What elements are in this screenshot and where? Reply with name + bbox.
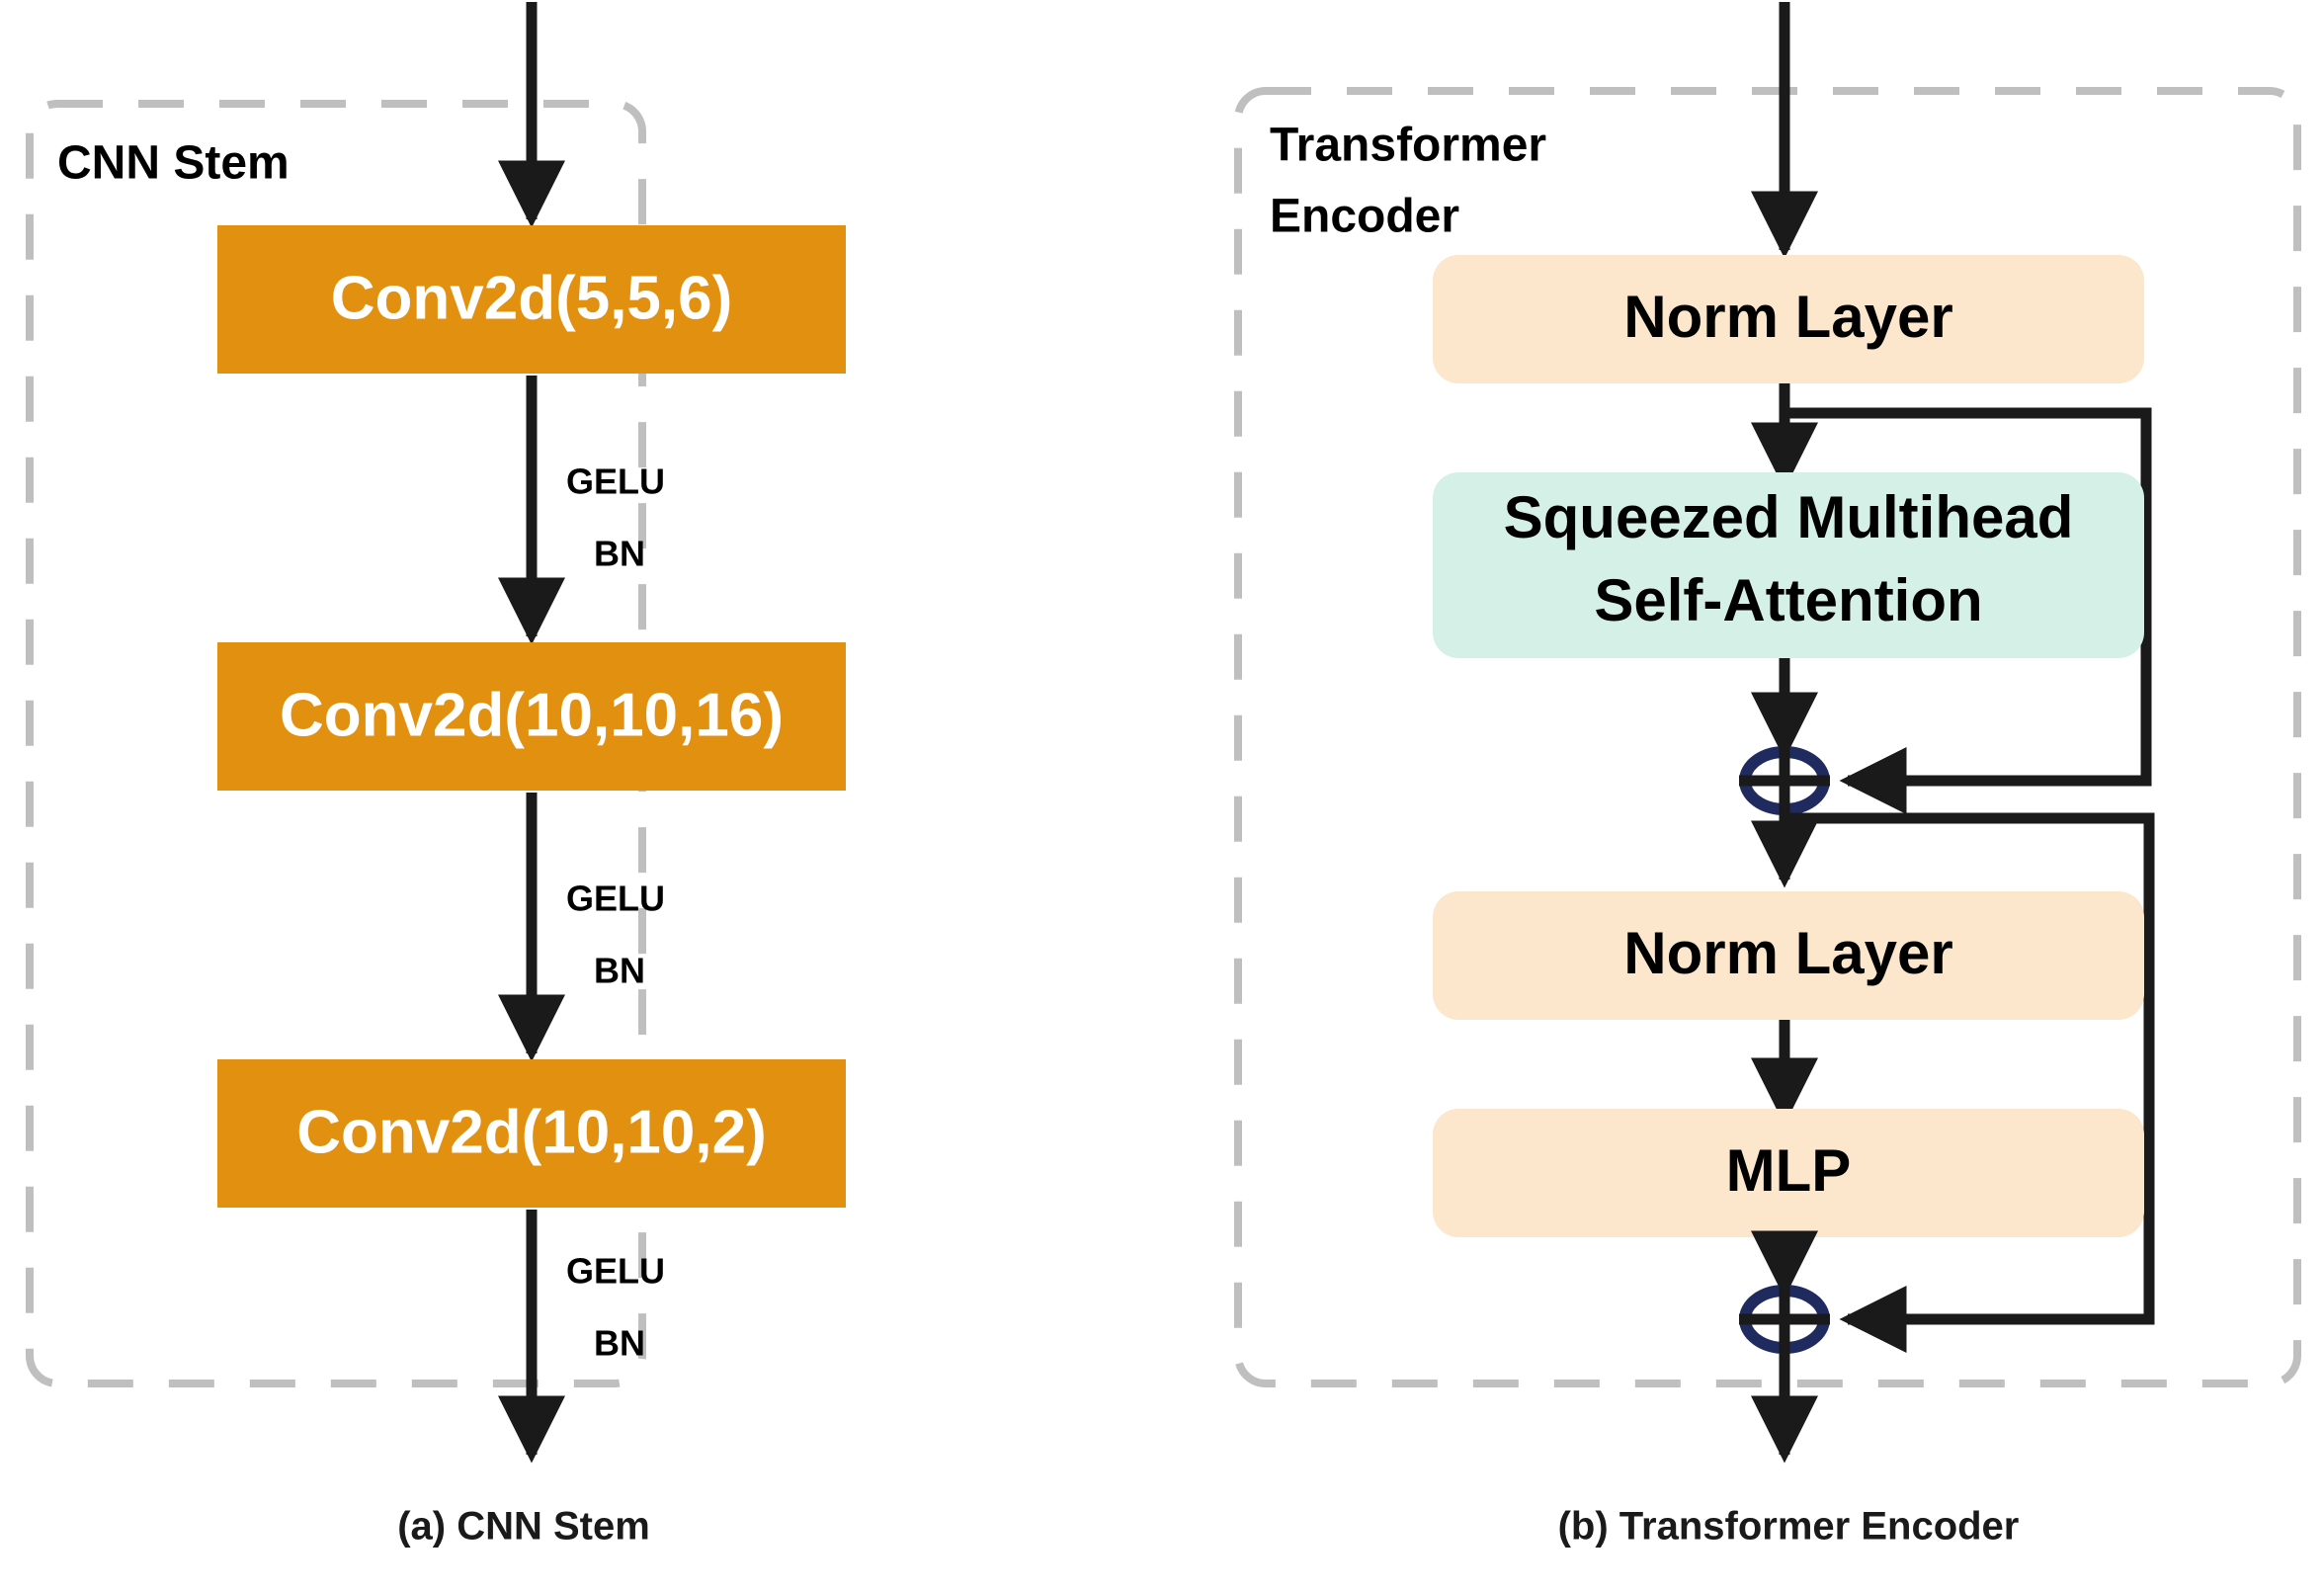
transformer-caption: (b) Transformer Encoder: [1558, 1505, 2020, 1549]
mlp-block: [1433, 1109, 2144, 1237]
conv-block-2: [217, 642, 846, 791]
cnn-stem-panel-title: CNN Stem: [57, 137, 290, 190]
conv-block-2-label: Conv2d(10,10,16): [280, 681, 784, 749]
transformer-panel-border: [1234, 87, 2301, 1387]
cnn-stem-caption: (a) CNN Stem: [397, 1505, 650, 1549]
conv-block-3-label: Conv2d(10,10,2): [296, 1098, 767, 1166]
cnn-edge-1-bn: BN: [594, 534, 645, 574]
residual-skip-path-1: [1784, 407, 2152, 815]
panel-cnn-stem: CNN Stem Conv2d(5,5,6) GELU BN Conv2d(10…: [26, 2, 846, 1549]
conv-block-1: [217, 225, 846, 374]
norm-layer-block-2-label: Norm Layer: [1623, 920, 1952, 986]
panel-transformer-encoder: Transformer Encoder Norm Layer Squeezed …: [1234, 2, 2301, 1549]
cnn-edge-3-gelu: GELU: [566, 1251, 665, 1292]
attention-block-label-line2: Self-Attention: [1594, 567, 1982, 633]
residual-skip-path-2: [1784, 812, 2155, 1354]
norm-layer-block-1-label: Norm Layer: [1623, 284, 1952, 350]
norm-layer-block-2: [1433, 891, 2144, 1020]
mlp-block-label: MLP: [1726, 1137, 1852, 1204]
conv-block-3: [217, 1059, 846, 1208]
cnn-stem-panel-border: [26, 100, 646, 1387]
cnn-edge-3-bn: BN: [594, 1323, 645, 1364]
residual-add-node-1: [1739, 743, 1830, 820]
transformer-panel-title-line1: Transformer: [1270, 120, 1546, 172]
conv-block-1-label: Conv2d(5,5,6): [331, 264, 733, 332]
attention-block-label-line1: Squeezed Multihead: [1504, 484, 2074, 550]
transformer-panel-title-line2: Encoder: [1270, 191, 1459, 243]
cnn-edge-2-bn: BN: [594, 951, 645, 991]
attention-block: [1433, 472, 2144, 658]
cnn-edge-2-gelu: GELU: [566, 879, 665, 919]
cnn-edge-1-gelu: GELU: [566, 461, 665, 502]
norm-layer-block-1: [1433, 255, 2144, 383]
